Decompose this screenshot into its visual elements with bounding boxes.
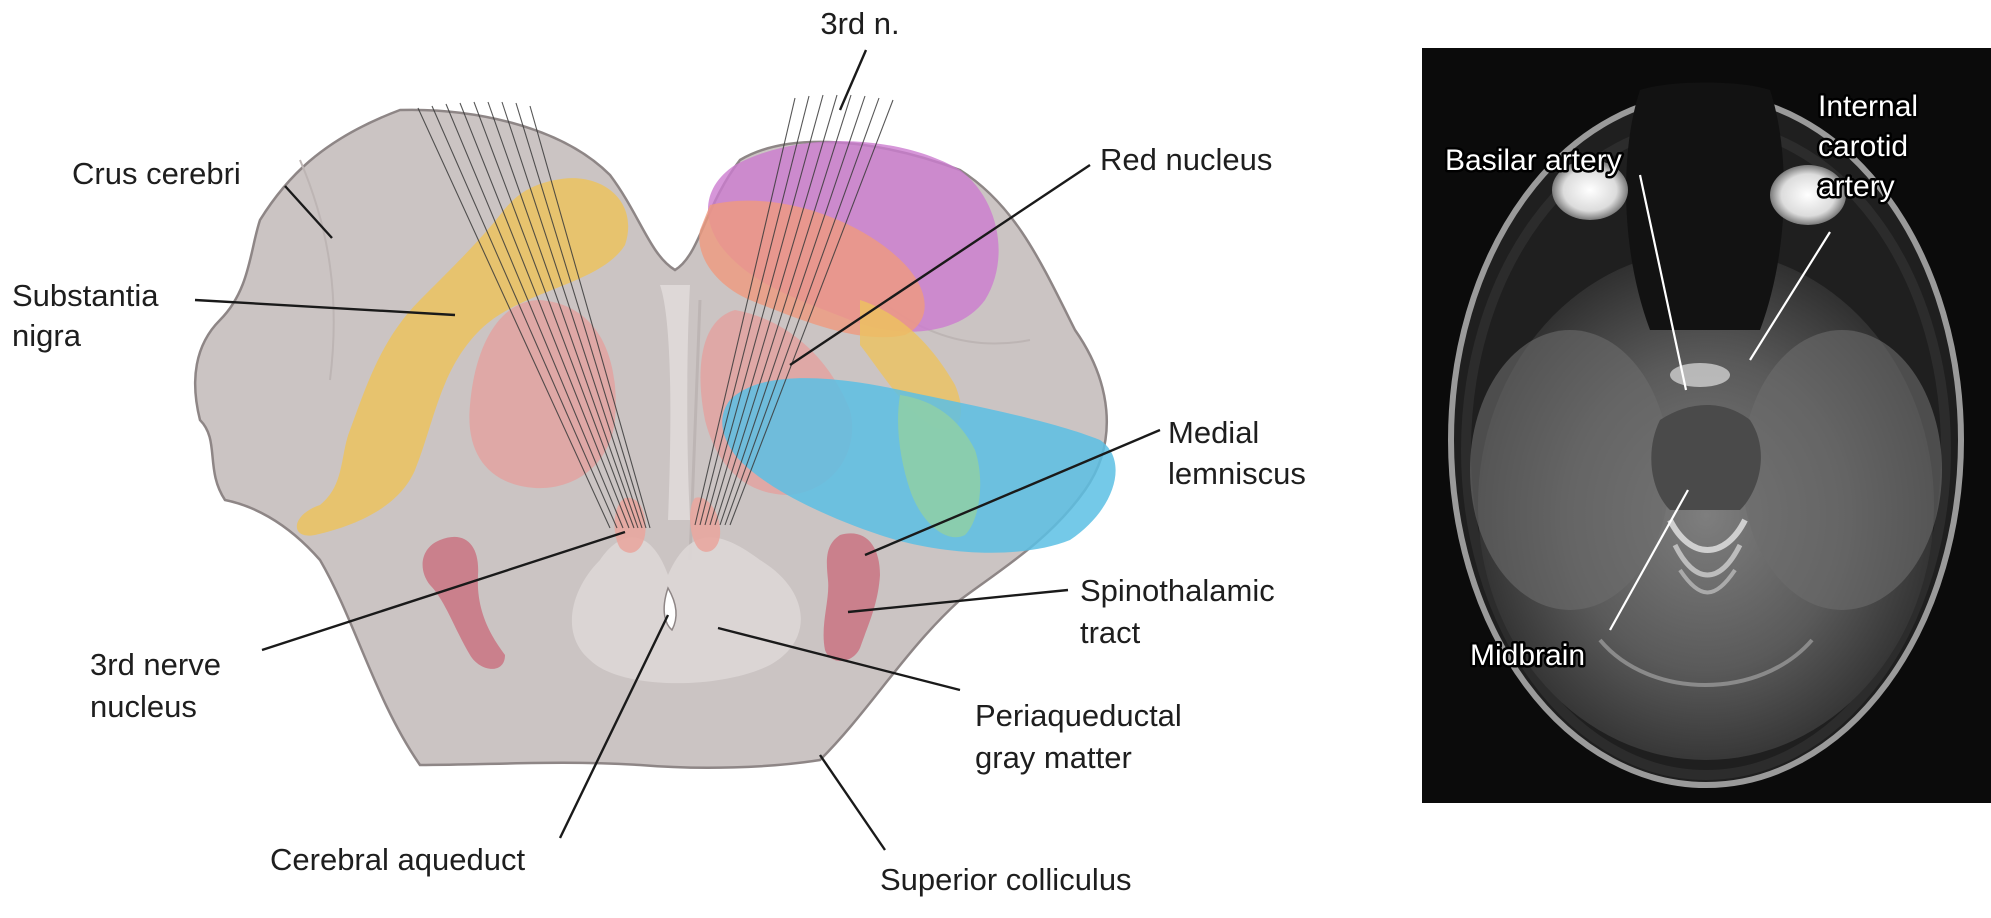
leader-third-nerve-nucleus [261, 530, 626, 652]
leader-red-nucleus [789, 164, 1091, 366]
leader-superior-colliculus [819, 754, 886, 851]
mri-leader-carotid [1749, 231, 1831, 361]
mri-eye-right [1770, 165, 1846, 225]
green-overlap-region [898, 395, 981, 538]
label-periaqueductal-line1: Periaqueductal [975, 698, 1182, 733]
mri-leader-basilar [1638, 174, 1688, 391]
mri-label-carotid-line3: artery [1818, 170, 1895, 203]
spinothalamic-tract-right [823, 533, 880, 662]
leader-spinothalamic [847, 588, 1069, 614]
label-spinothalamic-line2: tract [1080, 615, 1141, 650]
label-medial-lemniscus-line1: Medial [1168, 415, 1259, 450]
spinothalamic-tract-left [422, 536, 505, 669]
mri-label-basilar-artery: Basilar artery [1445, 144, 1622, 177]
mri-label-midbrain: Midbrain [1470, 639, 1585, 672]
label-third-n: 3rd n. [820, 6, 899, 41]
mri-eye-left [1552, 160, 1628, 220]
leader-medial-lemniscus [864, 428, 1161, 557]
leader-third-n [838, 49, 868, 111]
label-medial-lemniscus: Medial lemniscus [1168, 415, 1306, 491]
label-spinothalamic-line1: Spinothalamic [1080, 573, 1275, 608]
label-periaqueductal-line2: gray matter [975, 740, 1132, 775]
leader-cerebral-aqueduct [558, 614, 670, 839]
label-medial-lemniscus-line2: lemniscus [1168, 456, 1306, 491]
third-nerve-fibres-right [694, 94, 894, 526]
label-third-nerve-nucleus-line2: nucleus [90, 689, 197, 724]
leader-crus-cerebri [284, 185, 333, 239]
label-substantia-nigra-line1: Substantia [12, 278, 159, 313]
mri-leader-midbrain [1609, 489, 1689, 631]
mri-label-carotid-line2: carotid [1818, 130, 1908, 163]
label-cerebral-aqueduct: Cerebral aqueduct [270, 842, 525, 877]
label-red-nucleus: Red nucleus [1100, 142, 1272, 177]
label-substantia-nigra: Substantia nigra [12, 278, 167, 353]
periaqueductal-gray-region [571, 537, 801, 684]
label-substantia-nigra-line2: nigra [12, 318, 82, 353]
mri-label-carotid-line1: Internal [1818, 90, 1918, 123]
substantia-nigra-region [296, 178, 629, 536]
mri-midbrain [1651, 405, 1761, 510]
leader-substantia-nigra [194, 298, 456, 317]
label-periaqueductal-gray: Periaqueductal gray matter [975, 698, 1190, 775]
label-third-nerve-nucleus-line1: 3rd nerve [90, 647, 221, 682]
midbrain-cross-section: 3rd n. Crus cerebri Substantia nigra Red… [12, 6, 1306, 897]
label-superior-colliculus: Superior colliculus [880, 862, 1132, 897]
label-third-nerve-nucleus: 3rd nerve nucleus [90, 647, 230, 724]
label-spinothalamic-tract: Spinothalamic tract [1080, 573, 1283, 650]
substantia-nigra-right [860, 300, 961, 431]
mri-label-internal-carotid: Internal carotid artery [1818, 90, 1926, 203]
mri-panel: Basilar artery Internal carotid artery M… [1422, 48, 1991, 803]
label-crus-cerebri: Crus cerebri [72, 156, 241, 191]
leader-periaqueductal [717, 626, 961, 692]
third-nerve-fibres-left [417, 101, 651, 529]
